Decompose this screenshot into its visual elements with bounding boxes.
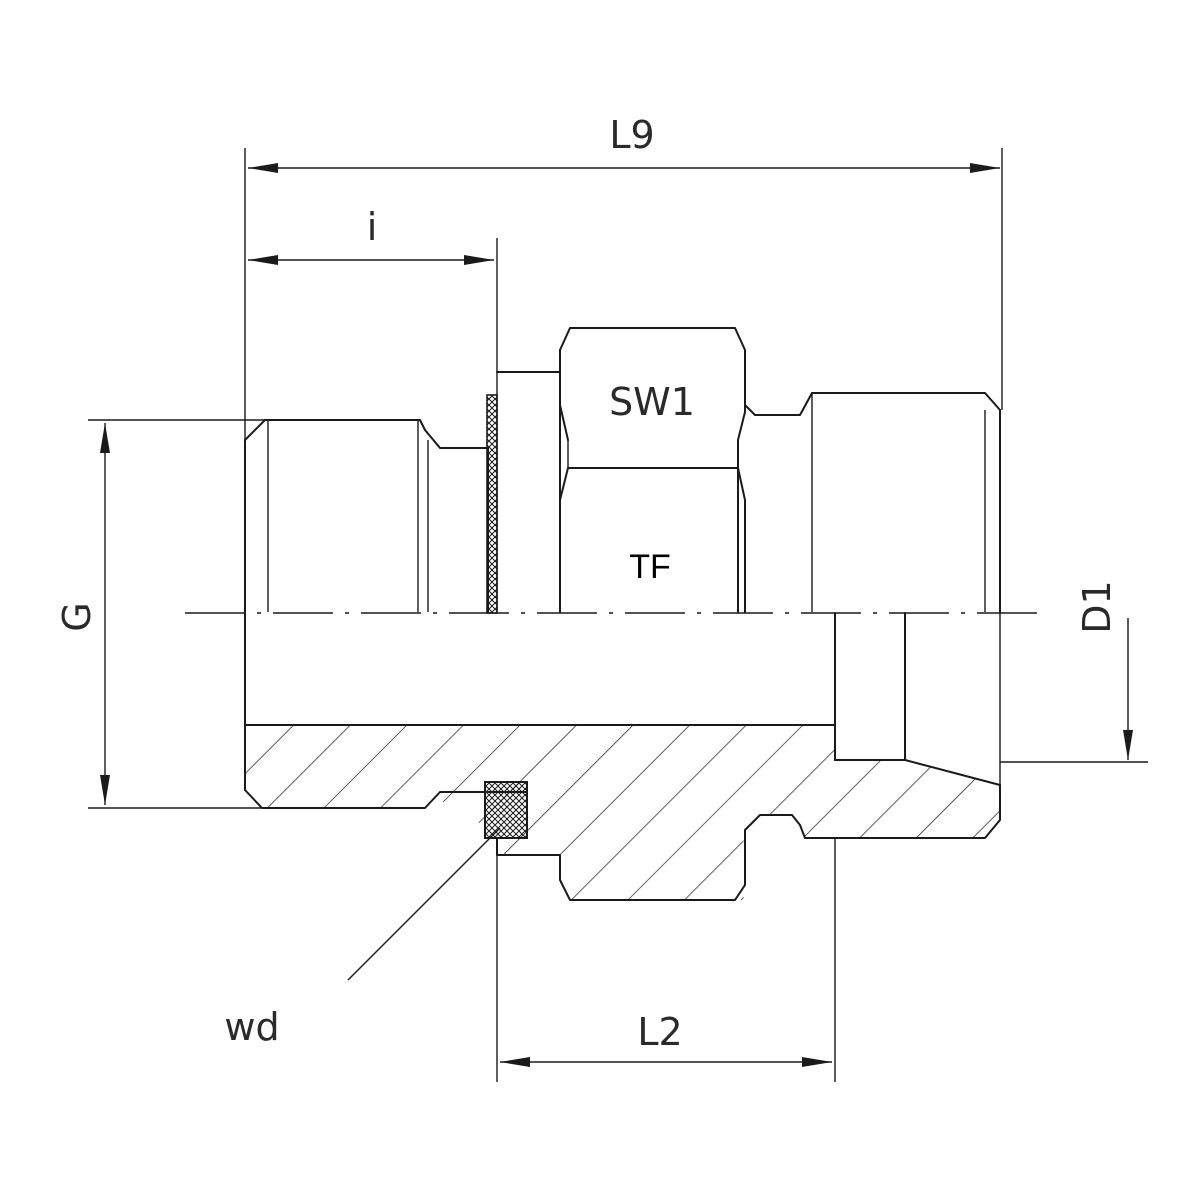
seal-ring-top: [486, 394, 498, 614]
label-sw1: SW1: [609, 380, 695, 424]
upper-body-outline: [244, 327, 1001, 791]
label-l2: L2: [637, 1010, 682, 1054]
section-hatching: [245, 725, 1000, 900]
label-l9: L9: [609, 113, 654, 157]
label-d1: D1: [1075, 580, 1119, 633]
label-g: G: [55, 602, 99, 631]
label-wd: wd: [224, 1005, 279, 1049]
label-i: i: [367, 205, 378, 249]
label-tf: TF: [629, 548, 671, 586]
seal-ring-section: [484, 781, 528, 839]
dimensions: [88, 148, 1148, 1082]
